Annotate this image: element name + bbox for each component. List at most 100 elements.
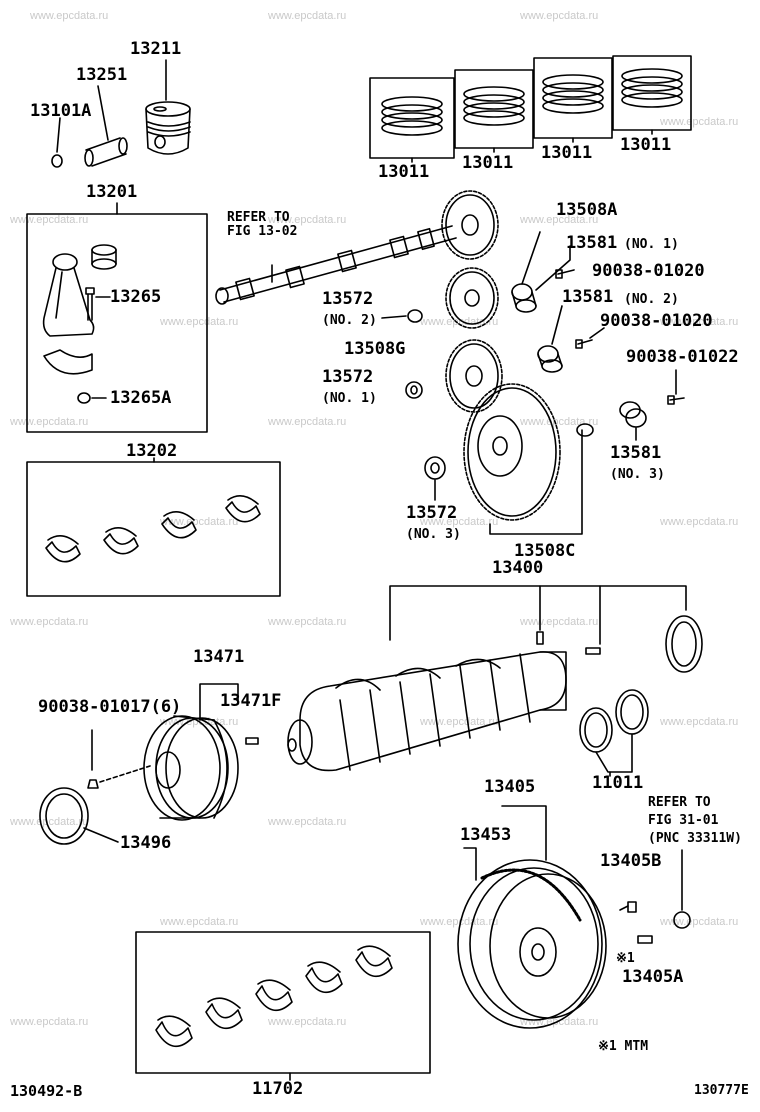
part-label-90038-01022[interactable]: 90038-01022 bbox=[626, 347, 739, 367]
watermark: www.epcdata.ru bbox=[10, 1016, 89, 1028]
watermark: www.epcdata.ru bbox=[268, 10, 347, 22]
part-label-13211[interactable]: 13211 bbox=[130, 39, 182, 59]
piston-pin bbox=[84, 137, 128, 167]
watermark: www.epcdata.ru bbox=[268, 616, 347, 628]
crank-key bbox=[585, 647, 601, 655]
idler-gear-13508G bbox=[445, 339, 503, 413]
watermark: www.epcdata.ru bbox=[520, 214, 599, 226]
watermark: www.epcdata.ru bbox=[268, 816, 347, 828]
refer-note-fig-13-02-line2[interactable]: FIG 13-02 bbox=[227, 224, 298, 239]
part-label-13405B[interactable]: 13405B bbox=[600, 851, 662, 871]
bushing-no3 bbox=[619, 401, 647, 441]
part-label-13011[interactable]: 13011 bbox=[462, 153, 514, 173]
thrust-washer-no1 bbox=[405, 381, 423, 399]
part-label-13508C[interactable]: 13508C bbox=[514, 541, 576, 561]
part-label-13581[interactable]: 13581 bbox=[610, 443, 662, 463]
watermark: www.epcdata.ru bbox=[660, 516, 739, 528]
part-label-13011[interactable]: 13011 bbox=[541, 143, 593, 163]
part-label-13453[interactable]: 13453 bbox=[460, 825, 512, 845]
part-label-11702[interactable]: 11702 bbox=[252, 1079, 304, 1099]
note-no2: (NO. 2) bbox=[322, 313, 377, 328]
watermark: www.epcdata.ru bbox=[160, 316, 239, 328]
watermark: www.epcdata.ru bbox=[268, 214, 347, 226]
watermark: www.epcdata.ru bbox=[420, 316, 499, 328]
thrust-washer-pair bbox=[579, 689, 649, 777]
part-label-13471[interactable]: 13471 bbox=[193, 647, 245, 667]
note-no2: (NO. 2) bbox=[624, 292, 679, 307]
leader-line bbox=[97, 85, 109, 141]
rod-bearing-shells bbox=[45, 495, 261, 563]
watermark: www.epcdata.ru bbox=[10, 816, 89, 828]
part-label-13572[interactable]: 13572 bbox=[322, 367, 374, 387]
part-label-13251[interactable]: 13251 bbox=[76, 65, 128, 85]
part-label-13508G[interactable]: 13508G bbox=[344, 339, 406, 359]
part-label-13471F[interactable]: 13471F bbox=[220, 691, 282, 711]
refer-note-fig-31-01-line1[interactable]: REFER TO bbox=[648, 795, 711, 810]
watermark: www.epcdata.ru bbox=[420, 916, 499, 928]
footer-figure-code: 130777E bbox=[694, 1083, 749, 1098]
leader-line bbox=[411, 129, 653, 163]
leader-line bbox=[489, 429, 583, 535]
watermark: www.epcdata.ru bbox=[660, 716, 739, 728]
part-label-90038-01017[interactable]: 90038-01017(6) bbox=[38, 697, 182, 717]
part-label-13011[interactable]: 13011 bbox=[378, 162, 430, 182]
note-no3: (NO. 3) bbox=[610, 467, 665, 482]
watermark: www.epcdata.ru bbox=[520, 416, 599, 428]
camshaft-gear-13508A bbox=[441, 190, 499, 260]
part-label-13265A[interactable]: 13265A bbox=[110, 388, 172, 408]
piston-assembly bbox=[145, 101, 191, 155]
watermark: www.epcdata.ru bbox=[660, 116, 739, 128]
crankshaft bbox=[287, 651, 567, 772]
part-label-13202[interactable]: 13202 bbox=[126, 441, 178, 461]
part-label-90038-01020[interactable]: 90038-01020 bbox=[600, 311, 713, 331]
watermark: www.epcdata.ru bbox=[10, 616, 89, 628]
watermark: www.epcdata.ru bbox=[268, 416, 347, 428]
watermark: www.epcdata.ru bbox=[10, 214, 89, 226]
watermark: www.epcdata.ru bbox=[160, 916, 239, 928]
part-label-13265[interactable]: 13265 bbox=[110, 287, 162, 307]
watermark: www.epcdata.ru bbox=[10, 416, 89, 428]
part-label-13201[interactable]: 13201 bbox=[86, 182, 138, 202]
rod-bolt bbox=[85, 287, 111, 321]
part-label-90038-01020[interactable]: 90038-01020 bbox=[592, 261, 705, 281]
watermark: www.epcdata.ru bbox=[420, 516, 499, 528]
part-label-13508A[interactable]: 13508A bbox=[556, 200, 618, 220]
part-label-11011[interactable]: 11011 bbox=[592, 773, 644, 793]
note-mtm: ※1 MTM bbox=[598, 1039, 649, 1054]
rod-nut bbox=[77, 392, 107, 404]
note-no3: (NO. 3) bbox=[406, 527, 461, 542]
watermark: www.epcdata.ru bbox=[160, 516, 239, 528]
part-label-13572[interactable]: 13572 bbox=[406, 503, 458, 523]
part-label-13581[interactable]: 13581 bbox=[566, 233, 618, 253]
part-label-13581[interactable]: 13581 bbox=[562, 287, 614, 307]
thrust-washer-no3 bbox=[424, 456, 446, 501]
bushing-no2 bbox=[537, 305, 563, 373]
part-label-13011[interactable]: 13011 bbox=[620, 135, 672, 155]
connecting-rod bbox=[42, 253, 95, 375]
bolt-90038-01022 bbox=[667, 369, 685, 405]
flywheel-bolt bbox=[619, 901, 637, 913]
part-label-13405[interactable]: 13405 bbox=[484, 777, 536, 797]
part-label-13496[interactable]: 13496 bbox=[120, 833, 172, 853]
rod-bushing bbox=[91, 244, 117, 270]
main-bearing-box bbox=[135, 931, 431, 1074]
part-label-13405A[interactable]: 13405A bbox=[622, 967, 684, 987]
part-label-13400[interactable]: 13400 bbox=[492, 558, 544, 578]
idler-gear-upper bbox=[445, 267, 499, 329]
piston-ring-set-1 bbox=[369, 77, 455, 159]
flywheel bbox=[457, 859, 607, 1029]
note-mark-1: ※1 bbox=[616, 951, 635, 966]
part-label-13101A[interactable]: 13101A bbox=[30, 101, 92, 121]
refer-note-fig-31-01-line2[interactable]: FIG 31-01 bbox=[648, 813, 719, 828]
rod-bearing-box bbox=[26, 461, 281, 597]
crank-dowel-pin bbox=[536, 631, 544, 645]
refer-note-fig-13-02-line1[interactable]: REFER TO bbox=[227, 210, 290, 225]
thrust-washer-no2 bbox=[381, 309, 423, 323]
part-label-13572[interactable]: 13572 bbox=[322, 289, 374, 309]
refer-note-fig-31-01-line3[interactable]: (PNC 33311W) bbox=[648, 831, 742, 846]
main-bearing-shells bbox=[155, 945, 393, 1048]
crankshaft-pulley bbox=[143, 715, 239, 821]
bolt-90038-01020-a bbox=[555, 269, 575, 279]
flywheel-pin bbox=[637, 935, 653, 944]
